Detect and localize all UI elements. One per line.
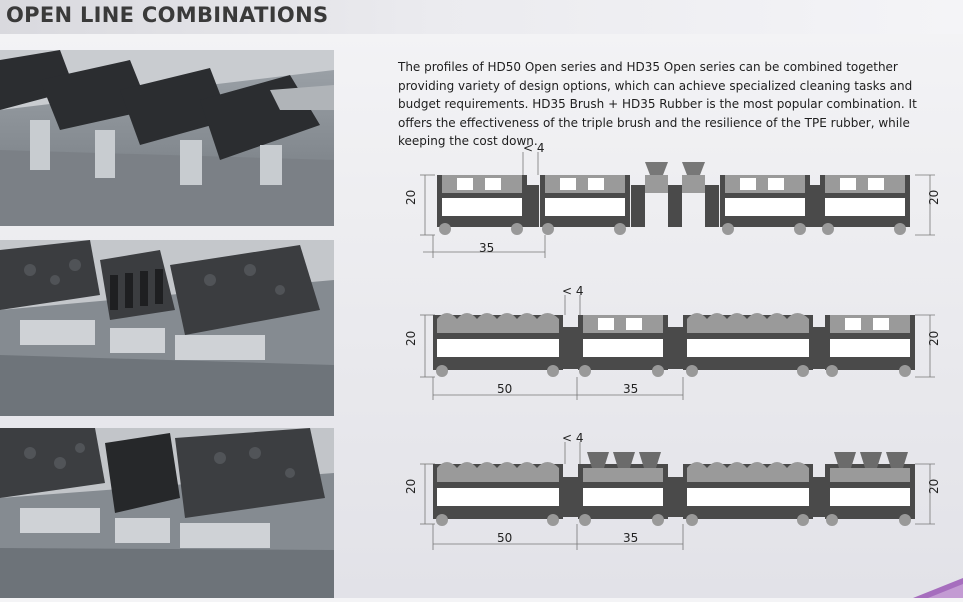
height-label-right: 20 [927, 331, 941, 346]
height-label-left: 20 [404, 190, 418, 205]
corner-accent [903, 578, 963, 598]
profile-diagram-1: 20 20 35 < 4 [395, 140, 945, 265]
width-label-50: 50 [497, 531, 512, 545]
profile-diagram-2: 20 20 50 35 < 4 [395, 284, 945, 410]
width-label-35: 35 [623, 531, 638, 545]
gap-label: < 4 [562, 431, 584, 445]
width-label-35: 35 [623, 382, 638, 396]
height-label-left: 20 [404, 331, 418, 346]
photo-carpet-brush-mat [0, 428, 334, 598]
height-label-right: 20 [927, 190, 941, 205]
page-title: OPEN LINE COMBINATIONS [6, 3, 329, 27]
height-label-right: 20 [927, 479, 941, 494]
width-label-35: 35 [479, 241, 494, 255]
width-label-50: 50 [497, 382, 512, 396]
gap-label: < 4 [523, 141, 545, 155]
description-text: The profiles of HD50 Open series and HD3… [398, 60, 917, 148]
title-bar: OPEN LINE COMBINATIONS [0, 0, 963, 34]
photo-rubber-mat [0, 50, 334, 226]
height-label-left: 20 [404, 479, 418, 494]
gap-label: < 4 [562, 284, 584, 298]
photo-carpet-rubber-mat [0, 240, 334, 416]
profile-diagram-3: 20 20 50 35 < 4 [395, 431, 945, 557]
